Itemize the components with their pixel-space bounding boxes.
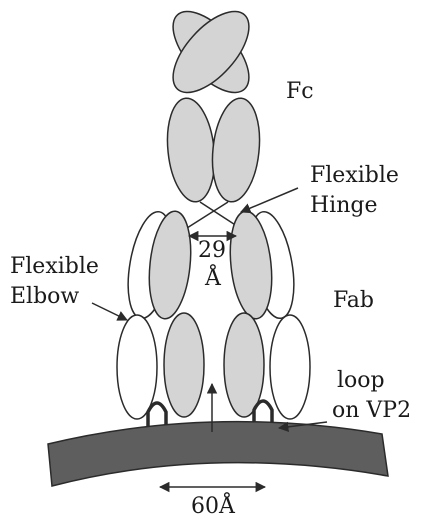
elbow-label-line1: Flexible: [10, 254, 99, 280]
hinge-label-line1: Flexible: [310, 163, 399, 189]
fc-label: Fc: [286, 79, 314, 105]
fab-left-heavy-lower: [164, 313, 204, 417]
elbow-pointer-arrow: [92, 303, 127, 320]
virus-surface: [48, 422, 388, 486]
distance-label: 60Å: [191, 494, 235, 520]
fab-left-light-lower: [117, 315, 157, 419]
loop-label-line2: on VP2: [332, 398, 411, 424]
fc-lower-domain-right: [208, 96, 265, 204]
hinge-pointer-arrow: [241, 188, 298, 212]
hinge-line-right: [187, 202, 228, 228]
fab-right-light-lower: [270, 315, 310, 419]
hinge-label-line2: Hinge: [310, 193, 378, 219]
fab-label: Fab: [333, 288, 374, 314]
fc-top-domain-right: [160, 0, 263, 105]
elbow-label-line2: Elbow: [10, 284, 79, 310]
fc-lower-domain-left: [163, 96, 220, 204]
gap-unit-label: Å: [205, 266, 221, 292]
loop-label-line1: loop: [337, 368, 385, 394]
gap-value-label: 29: [198, 238, 226, 264]
